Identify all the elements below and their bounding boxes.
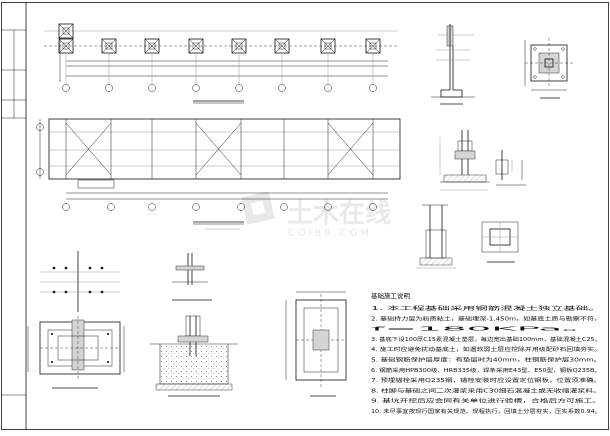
footing-detail bbox=[27, 251, 125, 389]
notes-item: 9. 基坑开挖后应会同有关单位进行验槽，合格后方可施工。 bbox=[371, 397, 601, 405]
construction-notes: 基础施工说明 1. 本工程基础采用钢筋混凝土独立基础。 2. 基础持力层为粉质粘土… bbox=[371, 291, 601, 415]
axis-bubbles bbox=[62, 53, 377, 92]
foundation-plan bbox=[44, 23, 398, 104]
watermark-brand: 土木在线 bbox=[287, 199, 391, 229]
footing-section bbox=[150, 315, 238, 397]
small-plan-detail bbox=[481, 221, 519, 263]
notes-item: 10. 未尽事宜按现行国家有关规范、规程执行，回填土分层夯实，压实系数0.94。 bbox=[371, 407, 601, 415]
tie-beam-plan bbox=[285, 291, 347, 397]
watermark-site: COI88.COM bbox=[288, 228, 372, 239]
bracing-plan bbox=[36, 118, 401, 230]
notes-item: f=180KPa。 bbox=[371, 327, 601, 333]
notes-title: 基础施工说明 bbox=[371, 291, 411, 300]
notes-item: 5. 基础钢筋保护层厚度：有垫层时为40mm，柱钢筋保护层30mm。 bbox=[371, 356, 601, 364]
anchor-frame-detail bbox=[416, 204, 456, 269]
notes-item: 1. 本工程基础采用钢筋混凝土独立基础。 bbox=[371, 304, 601, 312]
axis-bubbles-lower bbox=[62, 203, 377, 211]
notes-item: 3. 基底下设100厚C15素混凝土垫层，每边宽出基础100mm，基础混凝土C2… bbox=[371, 335, 601, 343]
column-section bbox=[431, 24, 475, 105]
notes-item: 6. 钢筋采用HPB300级、HRB335级，焊条采用E43型、E50型，钢板Q… bbox=[371, 366, 601, 374]
footing-row bbox=[58, 23, 381, 54]
notes-item: 8. 柱脚与基础之间二次灌浆采用C30细石混凝土或无收缩灌浆料。 bbox=[371, 386, 601, 394]
base-plate-section-a bbox=[439, 130, 490, 191]
notes-item: 7. 预埋锚栓采用Q235钢，锚栓安装时应设置定位钢板，位置须准确。 bbox=[371, 376, 601, 384]
column-plan-detail bbox=[524, 38, 573, 99]
watermark-logo: 土木在线 COI88.COM bbox=[241, 191, 391, 239]
notes-item: 4. 施工时应避免扰动基底土，如遇软弱土层应挖除并用级配砂石回填夯实。 bbox=[371, 345, 601, 353]
base-plate-section-b bbox=[495, 150, 526, 186]
anchor-bolt-detail bbox=[172, 253, 212, 301]
notes-item: 2. 基础持力层为粉质粘土，基础埋深-1.450m，如基底土质与勘察不符， bbox=[371, 314, 601, 322]
sheet-border bbox=[1, 2, 609, 430]
notes-list: 1. 本工程基础采用钢筋混凝土独立基础。 2. 基础持力层为粉质粘土，基础埋深-1… bbox=[371, 304, 601, 415]
